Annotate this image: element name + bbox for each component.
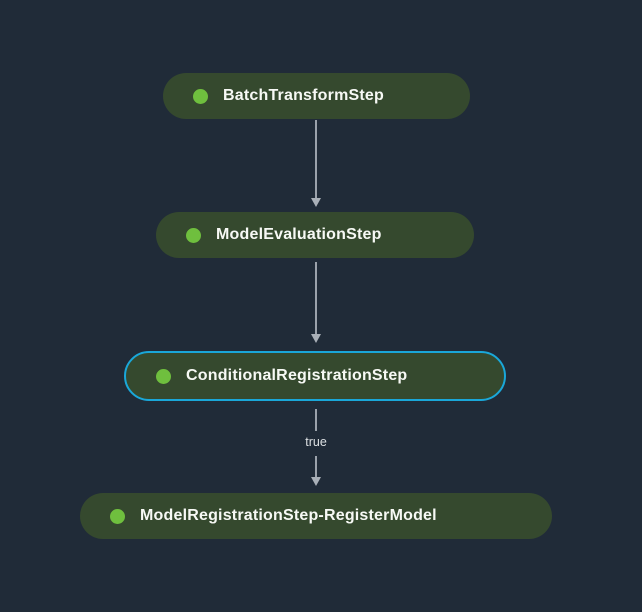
dag-node-label: ConditionalRegistrationStep — [186, 367, 408, 384]
status-dot-icon — [193, 88, 208, 104]
dag-node-label: ModelEvaluationStep — [216, 226, 382, 243]
dag-node-model-registration-step-register-model[interactable]: ModelRegistrationStep-RegisterModel — [80, 493, 552, 539]
dag-node-conditional-registration-step[interactable]: ConditionalRegistrationStep — [124, 351, 506, 401]
dag-node-label: BatchTransformStep — [223, 87, 384, 104]
status-dot-icon — [186, 227, 201, 243]
edge-arrow-down-icon — [311, 456, 321, 486]
edge-arrow-down-icon — [311, 120, 321, 207]
dag-node-label: ModelRegistrationStep-RegisterModel — [140, 507, 437, 524]
status-dot-icon — [156, 368, 171, 384]
edge-label-true: true — [305, 435, 327, 449]
dag-node-model-evaluation-step[interactable]: ModelEvaluationStep — [156, 212, 474, 258]
status-dot-icon — [110, 508, 125, 524]
edge-arrow-down-icon — [311, 262, 321, 343]
edge-line-segment — [315, 409, 317, 431]
dag-node-batch-transform-step[interactable]: BatchTransformStep — [163, 73, 470, 119]
